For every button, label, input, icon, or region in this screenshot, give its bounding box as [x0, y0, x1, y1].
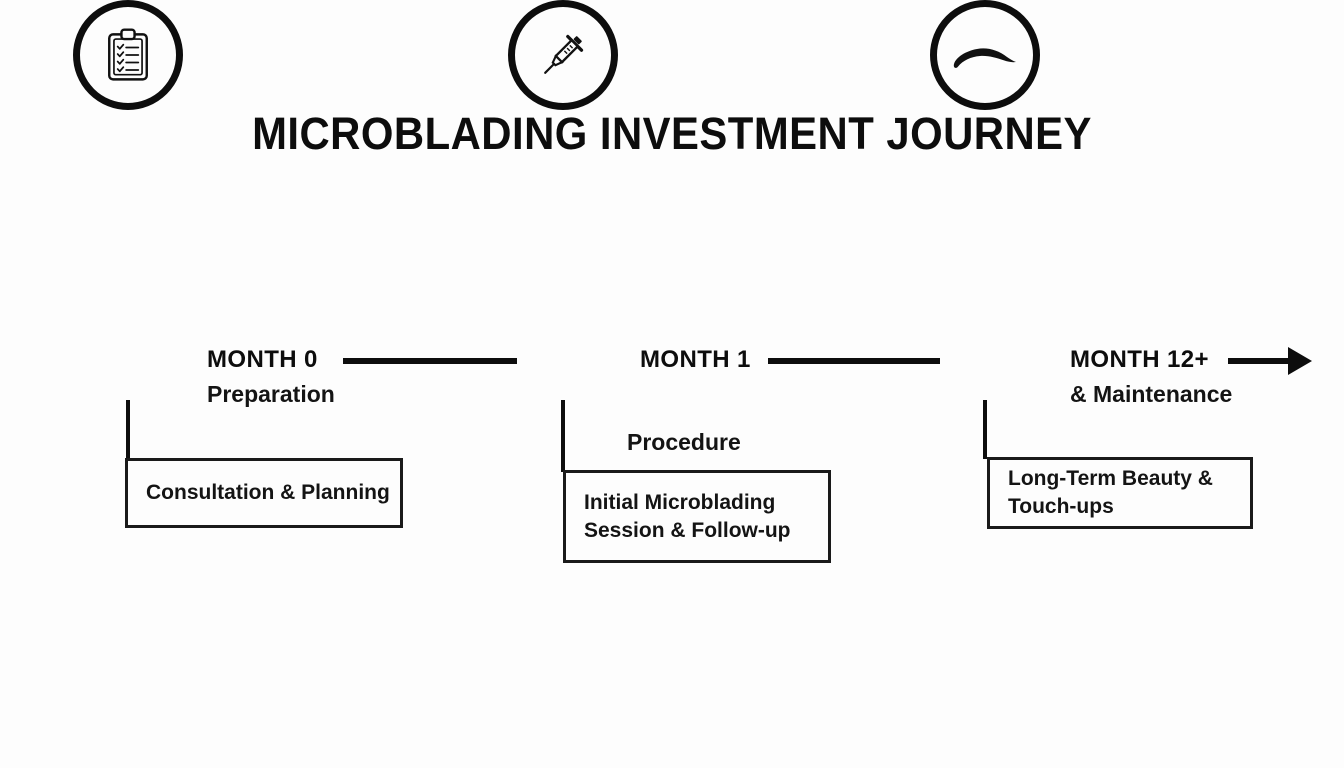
milestone-phase-label-0: Preparation [207, 381, 335, 407]
connector-line-0 [126, 400, 130, 460]
detail-box-text-1-line-2: Session & Follow-up [584, 518, 791, 542]
milestone-month-label-1: MONTH 1 [640, 346, 751, 373]
milestone-node-month-0[interactable] [73, 0, 183, 110]
detail-box-text-1-line-1: Initial Microblading [584, 490, 776, 514]
timeline-arrow-icon [1288, 347, 1312, 375]
timeline-segment-2 [768, 358, 940, 364]
detail-box-text-2-line-1: Long-Term Beauty & [1008, 467, 1213, 491]
connector-line-1 [561, 400, 565, 472]
timeline-segment-3 [1228, 358, 1292, 364]
milestone-node-month-12-plus[interactable] [930, 0, 1040, 110]
milestone-phase-label-1: Procedure [627, 429, 741, 455]
milestone-phase-label-2: & Maintenance [1070, 381, 1233, 407]
detail-box-text-2: Long-Term Beauty & Touch-ups [990, 465, 1223, 520]
eyebrow-icon [949, 33, 1021, 77]
timeline-segment-1 [343, 358, 517, 364]
detail-box-text-2-line-2: Touch-ups [1008, 495, 1114, 518]
milestone-month-label-0: MONTH 0 [207, 346, 318, 373]
detail-box-text-0: Consultation & Planning [146, 481, 390, 505]
clipboard-checklist-icon [98, 25, 158, 85]
detail-box-month-1[interactable]: Initial Microblading Session & Follow-up [563, 470, 831, 563]
milestone-node-month-1[interactable] [508, 0, 618, 110]
syringe-icon [532, 24, 594, 86]
detail-box-text-1: Initial Microblading Session & Follow-up [566, 489, 801, 544]
page-title: MICROBLADING INVESTMENT JOURNEY [252, 108, 1092, 159]
milestone-month-label-2: MONTH 12+ [1070, 346, 1209, 373]
connector-line-2 [983, 400, 987, 459]
detail-box-month-12-plus[interactable]: Long-Term Beauty & Touch-ups [987, 457, 1253, 529]
detail-box-month-0[interactable]: Consultation & Planning [125, 458, 403, 528]
